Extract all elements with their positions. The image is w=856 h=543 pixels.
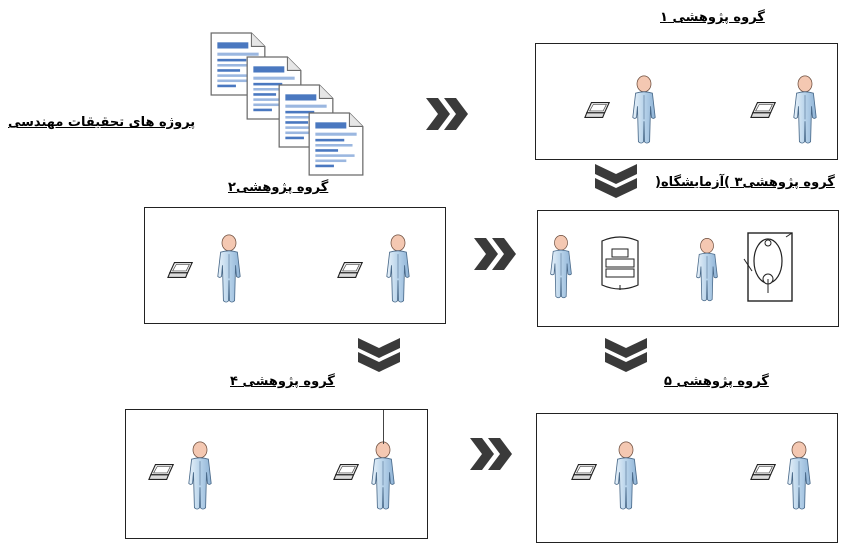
chevron-right-icon [468,436,514,472]
connector-line [383,410,384,444]
laptop-icon [584,100,612,120]
person-icon [630,74,658,146]
person-icon [186,440,214,512]
group-5-box [536,413,838,543]
group-3-title: گروه پژوهشی۳ )آزمایشگاه( [655,175,835,190]
person-icon [791,74,819,146]
group-5-title: گروه پژوهشی ۵ [664,374,769,389]
group-4-box [125,409,428,539]
projects-label: پروژه های تحقیقات مهندسی [8,115,196,130]
chevron-right-icon [424,96,470,132]
laptop-icon [750,462,778,482]
chevron-right-icon [472,236,518,272]
document-icon [308,112,364,176]
person-icon [612,440,640,512]
laptop-icon [337,260,365,280]
person-icon [694,237,720,303]
person-icon [215,232,243,306]
laptop-icon [571,462,599,482]
chevron-down-icon [593,162,639,200]
laptop-icon [148,462,176,482]
group-3-box [537,210,839,327]
laptop-icon [750,100,778,120]
lab-device-icon [601,236,639,290]
group-2-title: گروه پژوهشی۲ [228,180,329,195]
group-2-box [144,207,446,324]
chevron-down-icon [603,336,649,374]
person-icon [548,233,574,301]
person-icon [369,440,397,512]
person-icon [785,440,813,512]
group-1-box [535,43,838,160]
laptop-icon [167,260,195,280]
person-icon [384,232,412,306]
group-4-title: گروه پژوهشی ۴ [230,374,335,389]
group-1-title: گروه پژوهشی ۱ [660,10,765,25]
chevron-down-icon [356,336,402,374]
lab-machine-icon [743,232,793,302]
laptop-icon [333,462,361,482]
